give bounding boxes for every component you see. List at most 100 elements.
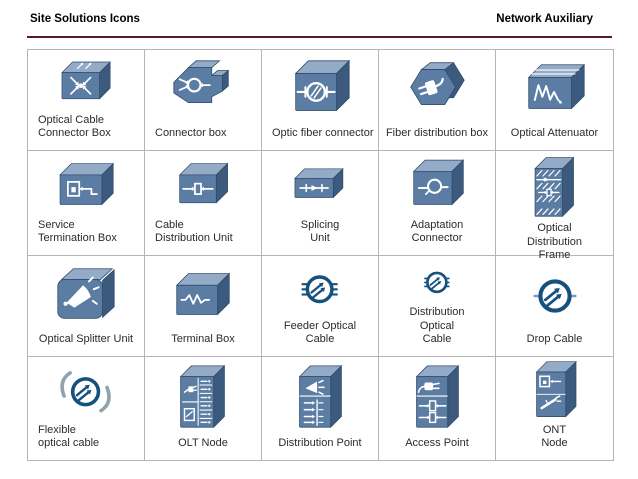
icon-label-line: Cable — [305, 333, 335, 346]
optical-cable-connector-box-icon — [61, 61, 112, 100]
icon-label-line: Access Point — [405, 437, 469, 450]
olt-node-icon — [145, 357, 261, 437]
icon-label-line: Service — [38, 218, 75, 231]
icon-label-line: Unit — [310, 232, 330, 245]
ont-node-icon — [535, 360, 577, 418]
distribution-point-label: Distribution Point — [262, 437, 378, 460]
drop-cable-icon — [496, 256, 613, 333]
icon-label-line: Optical — [537, 221, 572, 234]
optical-splitter-unit-label: Optical Splitter Unit — [28, 333, 144, 356]
splicing-unit-icon — [293, 167, 344, 199]
optical-attenuator-label: Optical Attenuator — [496, 127, 613, 150]
connector-box-cell: Connector box — [145, 50, 262, 151]
fiber-distribution-box-icon — [410, 62, 465, 106]
olt-node-cell: OLT Node — [145, 357, 262, 460]
icon-label-line: Adaptation — [410, 218, 464, 231]
access-point-icon — [379, 357, 495, 437]
olt-node-label: OLT Node — [145, 437, 261, 460]
terminal-box-icon — [145, 256, 261, 333]
icon-label-line: Feeder Optical — [283, 319, 357, 332]
optical-splitter-unit-cell: Optical Splitter Unit — [28, 256, 145, 357]
optic-fiber-connector-icon — [294, 59, 351, 112]
icon-label-line: OLT Node — [178, 437, 228, 450]
ont-node-icon — [496, 357, 613, 424]
drop-cable-icon — [533, 279, 576, 313]
icon-label-line: Optic fiber connector — [272, 127, 374, 140]
icon-label-line: Fiber distribution box — [385, 127, 489, 140]
adaptation-connector-icon — [379, 151, 495, 219]
icon-label-line: optical cable — [38, 437, 100, 450]
service-termination-box-icon — [28, 151, 144, 219]
icon-label-line: Optical — [419, 319, 455, 332]
optical-distribution-frame-icon — [534, 156, 575, 218]
optical-splitter-unit-icon — [28, 256, 144, 333]
header-divider — [27, 36, 612, 38]
icon-label-line: Distribution Unit — [155, 232, 233, 245]
icon-label-line: Termination Box — [38, 232, 117, 245]
feeder-optical-cable-icon — [302, 275, 338, 304]
terminal-box-cell: Terminal Box — [145, 256, 262, 357]
optical-attenuator-icon — [527, 63, 585, 110]
service-termination-box-icon — [59, 162, 114, 206]
connector-box-icon — [145, 50, 261, 127]
adaptation-connector-icon — [412, 159, 464, 206]
splicing-unit-icon — [262, 151, 378, 219]
icon-label-line: Frame — [538, 249, 571, 262]
optical-splitter-unit-icon — [57, 268, 115, 319]
icon-label-line: Distribution — [409, 305, 465, 318]
icon-label-line: Drop Cable — [526, 333, 583, 346]
drop-cable-cell: Drop Cable — [496, 256, 613, 357]
fiber-distribution-box-label: Fiber distribution box — [379, 127, 495, 150]
fiber-distribution-box-icon — [379, 50, 495, 127]
connector-box-icon — [173, 60, 230, 104]
olt-node-icon — [179, 364, 226, 428]
optic-fiber-connector-icon — [262, 50, 378, 127]
distribution-point-icon — [298, 364, 343, 428]
distribution-optical-cable-icon — [424, 271, 450, 294]
icon-label-line: Cable — [422, 333, 452, 346]
icon-label-line: Cable — [155, 218, 184, 231]
connector-box-label: Connector box — [145, 127, 261, 150]
icon-label-line: Node — [541, 437, 568, 450]
icon-label-line: Distribution Point — [278, 437, 362, 450]
icon-label-line: Optical Splitter Unit — [38, 333, 134, 346]
page-title-left: Site Solutions Icons — [30, 13, 140, 25]
access-point-cell: Access Point — [379, 357, 496, 460]
optic-fiber-connector-label: Optic fiber connector — [262, 127, 378, 150]
icon-label-line: Flexible — [38, 423, 76, 436]
distribution-point-icon — [262, 357, 378, 437]
icon-label-line: ONT — [542, 423, 567, 436]
flexible-optical-cable-icon — [60, 371, 112, 413]
access-point-icon — [415, 364, 460, 428]
icon-label-line: Optical Attenuator — [510, 127, 599, 140]
fiber-distribution-box-cell: Fiber distribution box — [379, 50, 496, 151]
icon-label-line: Distribution — [526, 235, 583, 248]
flexible-optical-cable-icon — [28, 357, 144, 424]
icon-label-line: Optical Cable — [38, 113, 105, 126]
cable-distribution-unit-icon — [178, 162, 229, 204]
optic-fiber-connector-cell: Optic fiber connector — [262, 50, 379, 151]
optical-distribution-frame-icon — [496, 151, 613, 222]
distribution-point-cell: Distribution Point — [262, 357, 379, 460]
access-point-label: Access Point — [379, 437, 495, 460]
distribution-optical-cable-icon — [379, 256, 495, 306]
